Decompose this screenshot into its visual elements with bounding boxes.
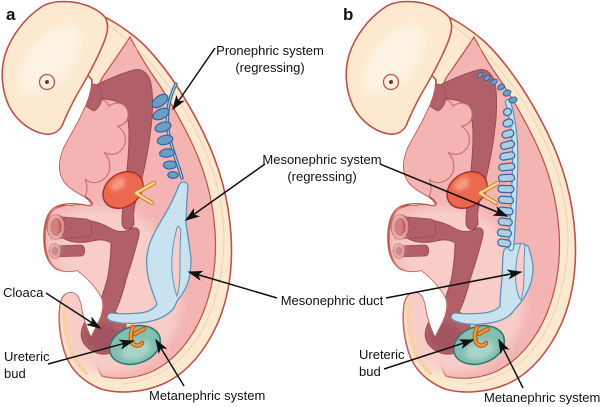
label-metanephric-system-a: Metanephric system	[149, 388, 266, 403]
arrow-mesonephric-duct-a	[187, 270, 278, 299]
arrow-cloaca	[45, 292, 102, 329]
arrow-metanephric-a	[155, 338, 185, 387]
label-pronephric-system: Pronephric system (regressing)	[216, 43, 324, 75]
arrow-pronephric-system	[172, 47, 216, 111]
label-ureteric-bud-b: Ureteric bud	[359, 347, 405, 379]
panel-letter-a: a	[6, 5, 16, 24]
arrow-metanephric-b	[498, 338, 524, 389]
mesonephric-duct-b	[450, 243, 534, 326]
arrow-mesonephric-system-b	[379, 163, 509, 217]
label-mesonephric-system: Mesonephric system (regressing)	[262, 152, 382, 184]
arrow-mesonephric-system-a	[184, 163, 266, 221]
arrow-ureteric-bud-a	[47, 339, 135, 365]
label-metanephric-system-b: Metanephric system	[484, 390, 600, 405]
pronephric-vesicles	[151, 93, 179, 180]
pronephric-remnants	[476, 72, 518, 104]
panel-letter-b: b	[343, 5, 354, 24]
embryo-b	[346, 2, 575, 392]
label-cloaca: Cloaca	[3, 285, 44, 300]
label-ureteric-bud-a: Ureteric bud	[4, 349, 50, 381]
arrow-ureteric-bud-b	[383, 339, 475, 370]
mesonephric-tubules	[496, 107, 516, 248]
embryo-a	[2, 2, 231, 392]
arrow-mesonephric-duct-b	[385, 269, 523, 299]
label-mesonephric-duct: Mesonephric duct	[280, 293, 384, 308]
arrows	[45, 47, 524, 389]
